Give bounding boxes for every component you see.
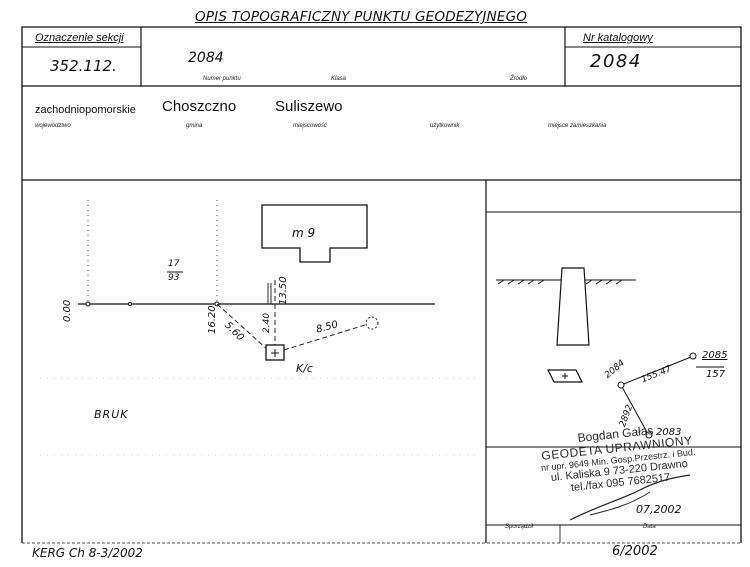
- section-label: Oznaczenie sekcji: [35, 32, 124, 44]
- point-number-label: Numer punktu: [203, 76, 241, 82]
- point-b-sub: 157: [706, 369, 726, 380]
- frac-bottom: 93: [168, 273, 180, 283]
- commune-value: Choszczno: [162, 98, 237, 115]
- locality-label: miejscowość: [293, 123, 328, 129]
- monument-pillar: [556, 267, 590, 346]
- section-value: 352.112.: [50, 57, 117, 75]
- commune-label: gmina: [186, 123, 203, 129]
- catalog-value: 2084: [590, 51, 642, 72]
- author-label: Sporządził: [505, 524, 534, 530]
- footer-right-note: 6/2002: [612, 544, 658, 559]
- kc-label: K/c: [296, 362, 313, 375]
- user-label: użytkownik: [430, 123, 460, 129]
- building-label: m 9: [292, 226, 316, 240]
- storage-label: miejsce zamieszkania: [548, 123, 607, 129]
- voivodeship-value: zachodniopomorskie: [35, 104, 136, 116]
- class-label: Klasa: [331, 76, 347, 82]
- dist-240: 2.40: [262, 312, 272, 333]
- location-sketch: [40, 200, 480, 456]
- locality-value: Suliszewo: [275, 98, 343, 115]
- pavement-label: BRUK: [94, 408, 129, 421]
- point-number: 2084: [188, 50, 224, 66]
- reference-circle: [365, 316, 379, 330]
- dist-1620: 16.20: [207, 305, 218, 334]
- footer-left-note: KERG Ch 8-3/2002: [32, 546, 143, 560]
- monument-detail: [496, 267, 724, 439]
- frac-top: 17: [168, 259, 180, 269]
- point-c-label: 2083: [656, 427, 682, 438]
- catalog-label: Nr katalogowy: [583, 32, 653, 44]
- point-b-label: 2085: [702, 350, 728, 361]
- building-outline: [261, 204, 368, 263]
- stamp-date: 07,2002: [636, 503, 682, 516]
- zero-label: 0.00: [62, 299, 73, 322]
- dist-1350: 13.50: [278, 276, 289, 305]
- voivodeship-label: województwo: [35, 123, 71, 129]
- source-label: Źródło: [510, 76, 528, 82]
- form-title: OPIS TOPOGRAFICZNY PUNKTU GEODEZYJNEGO: [195, 9, 528, 25]
- date-label: Data: [643, 524, 656, 530]
- signature: [569, 474, 691, 521]
